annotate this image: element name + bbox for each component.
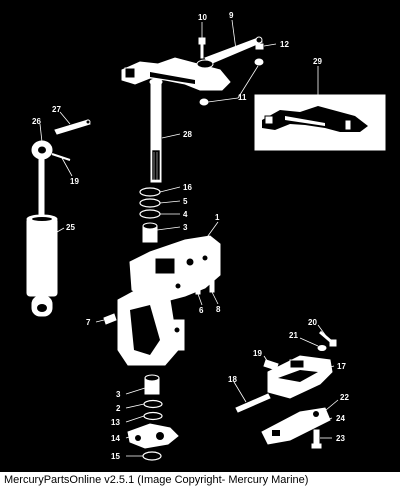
copyright-footer: MercuryPartsOnline v2.5.1 (Image Copyrig…	[0, 472, 400, 489]
callout-12: 12	[280, 40, 289, 49]
callout-2: 2	[116, 404, 121, 413]
part-8-screw[interactable]	[209, 279, 215, 293]
part-5-o-ring[interactable]	[139, 198, 161, 208]
part-16-washer[interactable]	[139, 187, 161, 197]
part-24-washer[interactable]	[311, 420, 321, 426]
part-28-steering-shaft[interactable]	[149, 78, 163, 183]
part-6-screw[interactable]	[195, 281, 201, 295]
callout-13: 13	[111, 418, 120, 427]
part-15-washer[interactable]	[142, 451, 162, 461]
callout-19-lower: 19	[253, 349, 262, 358]
callout-20: 20	[308, 318, 317, 327]
callout-18: 18	[228, 375, 237, 384]
callout-23: 23	[336, 434, 345, 443]
part-18-rod[interactable]	[235, 393, 271, 413]
callout-labels: 10 9 12 29 11 27 26 19 28 16 5 4 3 1 25 …	[32, 11, 349, 461]
part-29-detail-inset[interactable]	[254, 94, 386, 151]
exploded-parts-diagram: 10 9 12 29 11 27 26 19 28 16 5 4 3 1 25 …	[26, 11, 386, 461]
callout-24: 24	[336, 414, 345, 423]
part-26-end-fitting[interactable]	[31, 140, 53, 160]
part-19-clip-upper[interactable]	[51, 153, 71, 161]
part-7-plug[interactable]	[103, 313, 117, 325]
part-23-bolt[interactable]	[311, 429, 322, 449]
part-25-steering-cylinder[interactable]	[26, 157, 58, 317]
part-27-pin[interactable]	[54, 119, 91, 135]
part-1-swivel-bracket[interactable]	[117, 235, 221, 366]
part-3-bushing-upper[interactable]	[142, 222, 158, 243]
callout-21: 21	[289, 331, 298, 340]
steering-arm-bracket[interactable]	[121, 57, 231, 91]
callout-8: 8	[216, 305, 221, 314]
part-21-washer[interactable]	[317, 345, 327, 351]
callout-3-lower: 3	[116, 390, 121, 399]
part-3-bushing-lower[interactable]	[144, 374, 160, 395]
callout-28: 28	[183, 130, 192, 139]
callout-27: 27	[52, 105, 61, 114]
part-10-bolt[interactable]	[198, 37, 206, 59]
callout-15: 15	[111, 452, 120, 461]
callout-19-upper: 19	[70, 177, 79, 186]
callout-1: 1	[215, 213, 220, 222]
callout-29: 29	[313, 57, 322, 66]
callout-17: 17	[337, 362, 346, 371]
part-9-link-bar[interactable]	[204, 36, 263, 65]
part-4-washer[interactable]	[139, 209, 161, 219]
callout-25: 25	[66, 223, 75, 232]
callout-16: 16	[183, 183, 192, 192]
callout-14: 14	[111, 434, 120, 443]
part-14-yoke[interactable]	[127, 423, 179, 449]
callout-3-upper: 3	[183, 223, 188, 232]
part-13-o-ring[interactable]	[143, 411, 163, 421]
callout-26: 26	[32, 117, 41, 126]
leader-lines	[39, 19, 339, 457]
callout-10: 10	[198, 13, 207, 22]
part-17-lock-bracket[interactable]	[267, 355, 333, 399]
callout-22: 22	[340, 393, 349, 402]
callout-6: 6	[199, 306, 204, 315]
callout-11: 11	[238, 93, 247, 102]
callout-5: 5	[183, 197, 188, 206]
callout-4: 4	[183, 210, 188, 219]
part-22-plate[interactable]	[261, 407, 331, 445]
part-2-washer[interactable]	[143, 399, 163, 409]
part-20-screw[interactable]	[319, 330, 337, 347]
callout-9: 9	[229, 11, 234, 20]
part-12-nut[interactable]	[255, 43, 264, 50]
callout-7: 7	[86, 318, 91, 327]
